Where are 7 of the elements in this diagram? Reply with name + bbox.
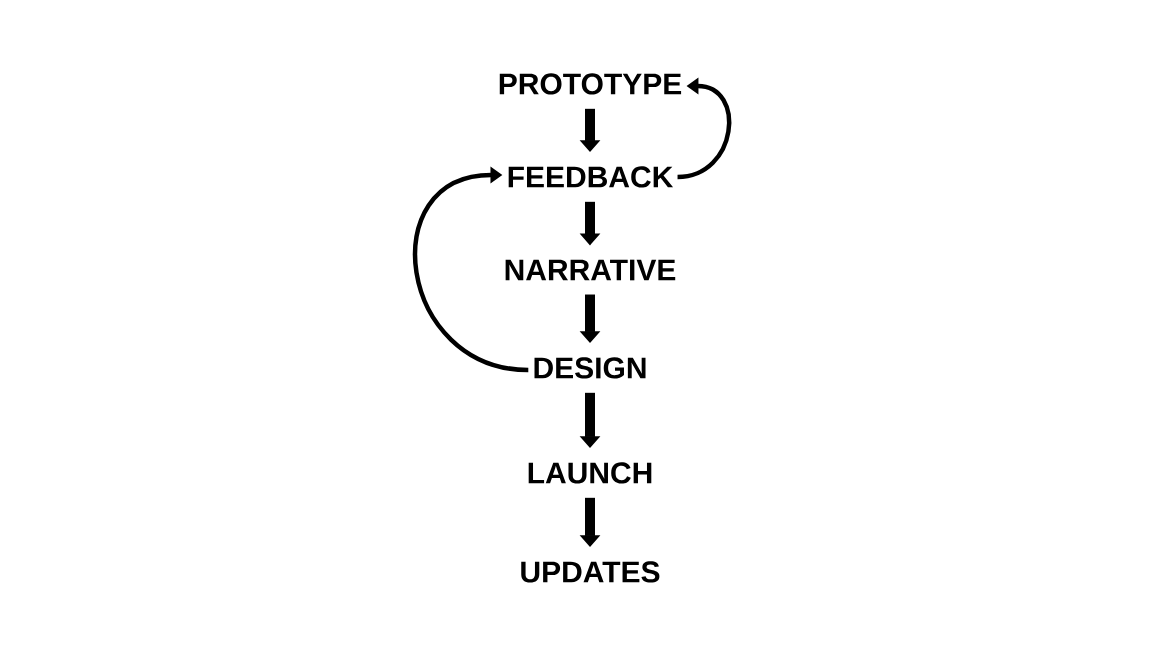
step-label: LAUNCH [528,462,652,484]
curved-arrow [412,166,529,373]
step-label: DESIGN [534,357,646,379]
step-label: FEEDBACK [508,166,674,188]
step-label: PROTOTYPE [499,73,682,95]
step-label: UPDATES [521,561,660,583]
step-label: NARRATIVE [505,259,676,281]
